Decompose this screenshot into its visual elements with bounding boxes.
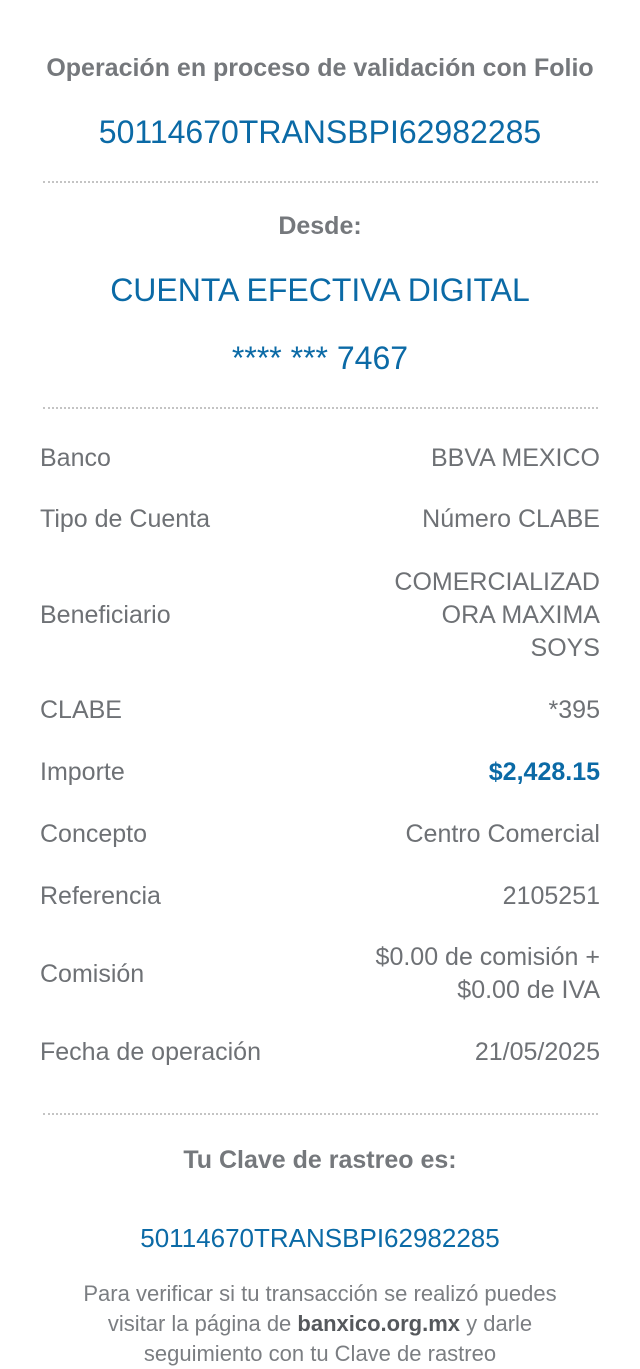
tracking-key: 50114670TRANSBPI62982285 [140, 1223, 500, 1253]
divider [43, 181, 598, 183]
banxico-link[interactable]: banxico.org.mx [297, 1311, 460, 1336]
detail-label: CLABE [40, 695, 122, 724]
detail-value: Centro Comercial [405, 819, 600, 848]
detail-value: Número CLABE [422, 504, 600, 533]
detail-value: 21/05/2025 [474, 1037, 600, 1066]
detail-value: 2105251 [502, 881, 600, 910]
value-line: COMERCIALIZAD [394, 567, 600, 596]
detail-row-beneficiario: Beneficiario COMERCIALIZAD ORA MAXIMA SO… [40, 565, 600, 665]
detail-label: Banco [40, 443, 111, 472]
detail-value: $0.00 de comisión + $0.00 de IVA [376, 941, 600, 1007]
origin-label: Desde: [278, 212, 362, 240]
detail-row-referencia: Referencia 2105251 [40, 878, 600, 914]
detail-value: COMERCIALIZAD ORA MAXIMA SOYS [394, 566, 600, 665]
divider [43, 1113, 598, 1115]
detail-label: Referencia [40, 881, 161, 910]
detail-label: Beneficiario [40, 600, 171, 629]
verification-note: Para verificar si tu transacción se real… [55, 1279, 585, 1369]
detail-label: Concepto [40, 819, 148, 848]
detail-row-tipo-cuenta: Tipo de Cuenta Número CLABE [40, 501, 600, 537]
origin-account-number: **** *** 7467 [231, 340, 409, 376]
value-line: SOYS [530, 633, 600, 662]
detail-row-concepto: Concepto Centro Comercial [40, 816, 600, 852]
divider [43, 407, 598, 409]
amount-value: $2,428.15 [488, 757, 600, 786]
detail-row-banco: Banco BBVA MEXICO [40, 440, 600, 476]
tracking-label: Tu Clave de rastreo es: [183, 1146, 457, 1174]
detail-row-fecha: Fecha de operación 21/05/2025 [40, 1034, 600, 1070]
folio-number: 50114670TRANSBPI62982285 [98, 114, 542, 150]
origin-account-name: CUENTA EFECTIVA DIGITAL [110, 272, 530, 308]
value-line: $0.00 de IVA [457, 976, 600, 1004]
note-text: y darle seguimiento con tu Clave de rast… [143, 1311, 533, 1366]
detail-label: Tipo de Cuenta [40, 504, 211, 533]
status-text: Operación en proceso de validación con F… [46, 54, 594, 82]
detail-value: BBVA MEXICO [430, 443, 600, 472]
value-line: $0.00 de comisión + [375, 943, 600, 971]
value-line: ORA MAXIMA [441, 600, 600, 629]
detail-label: Fecha de operación [40, 1037, 261, 1066]
detail-row-clabe: CLABE *395 [40, 692, 600, 728]
detail-label: Importe [40, 757, 125, 786]
detail-row-comision: Comisión $0.00 de comisión + $0.00 de IV… [40, 940, 600, 1008]
detail-label: Comisión [40, 959, 145, 988]
note-text: Para verificar si tu transacción se real… [83, 1281, 557, 1336]
detail-row-importe: Importe $2,428.15 [40, 754, 600, 790]
detail-value: *395 [548, 695, 600, 724]
